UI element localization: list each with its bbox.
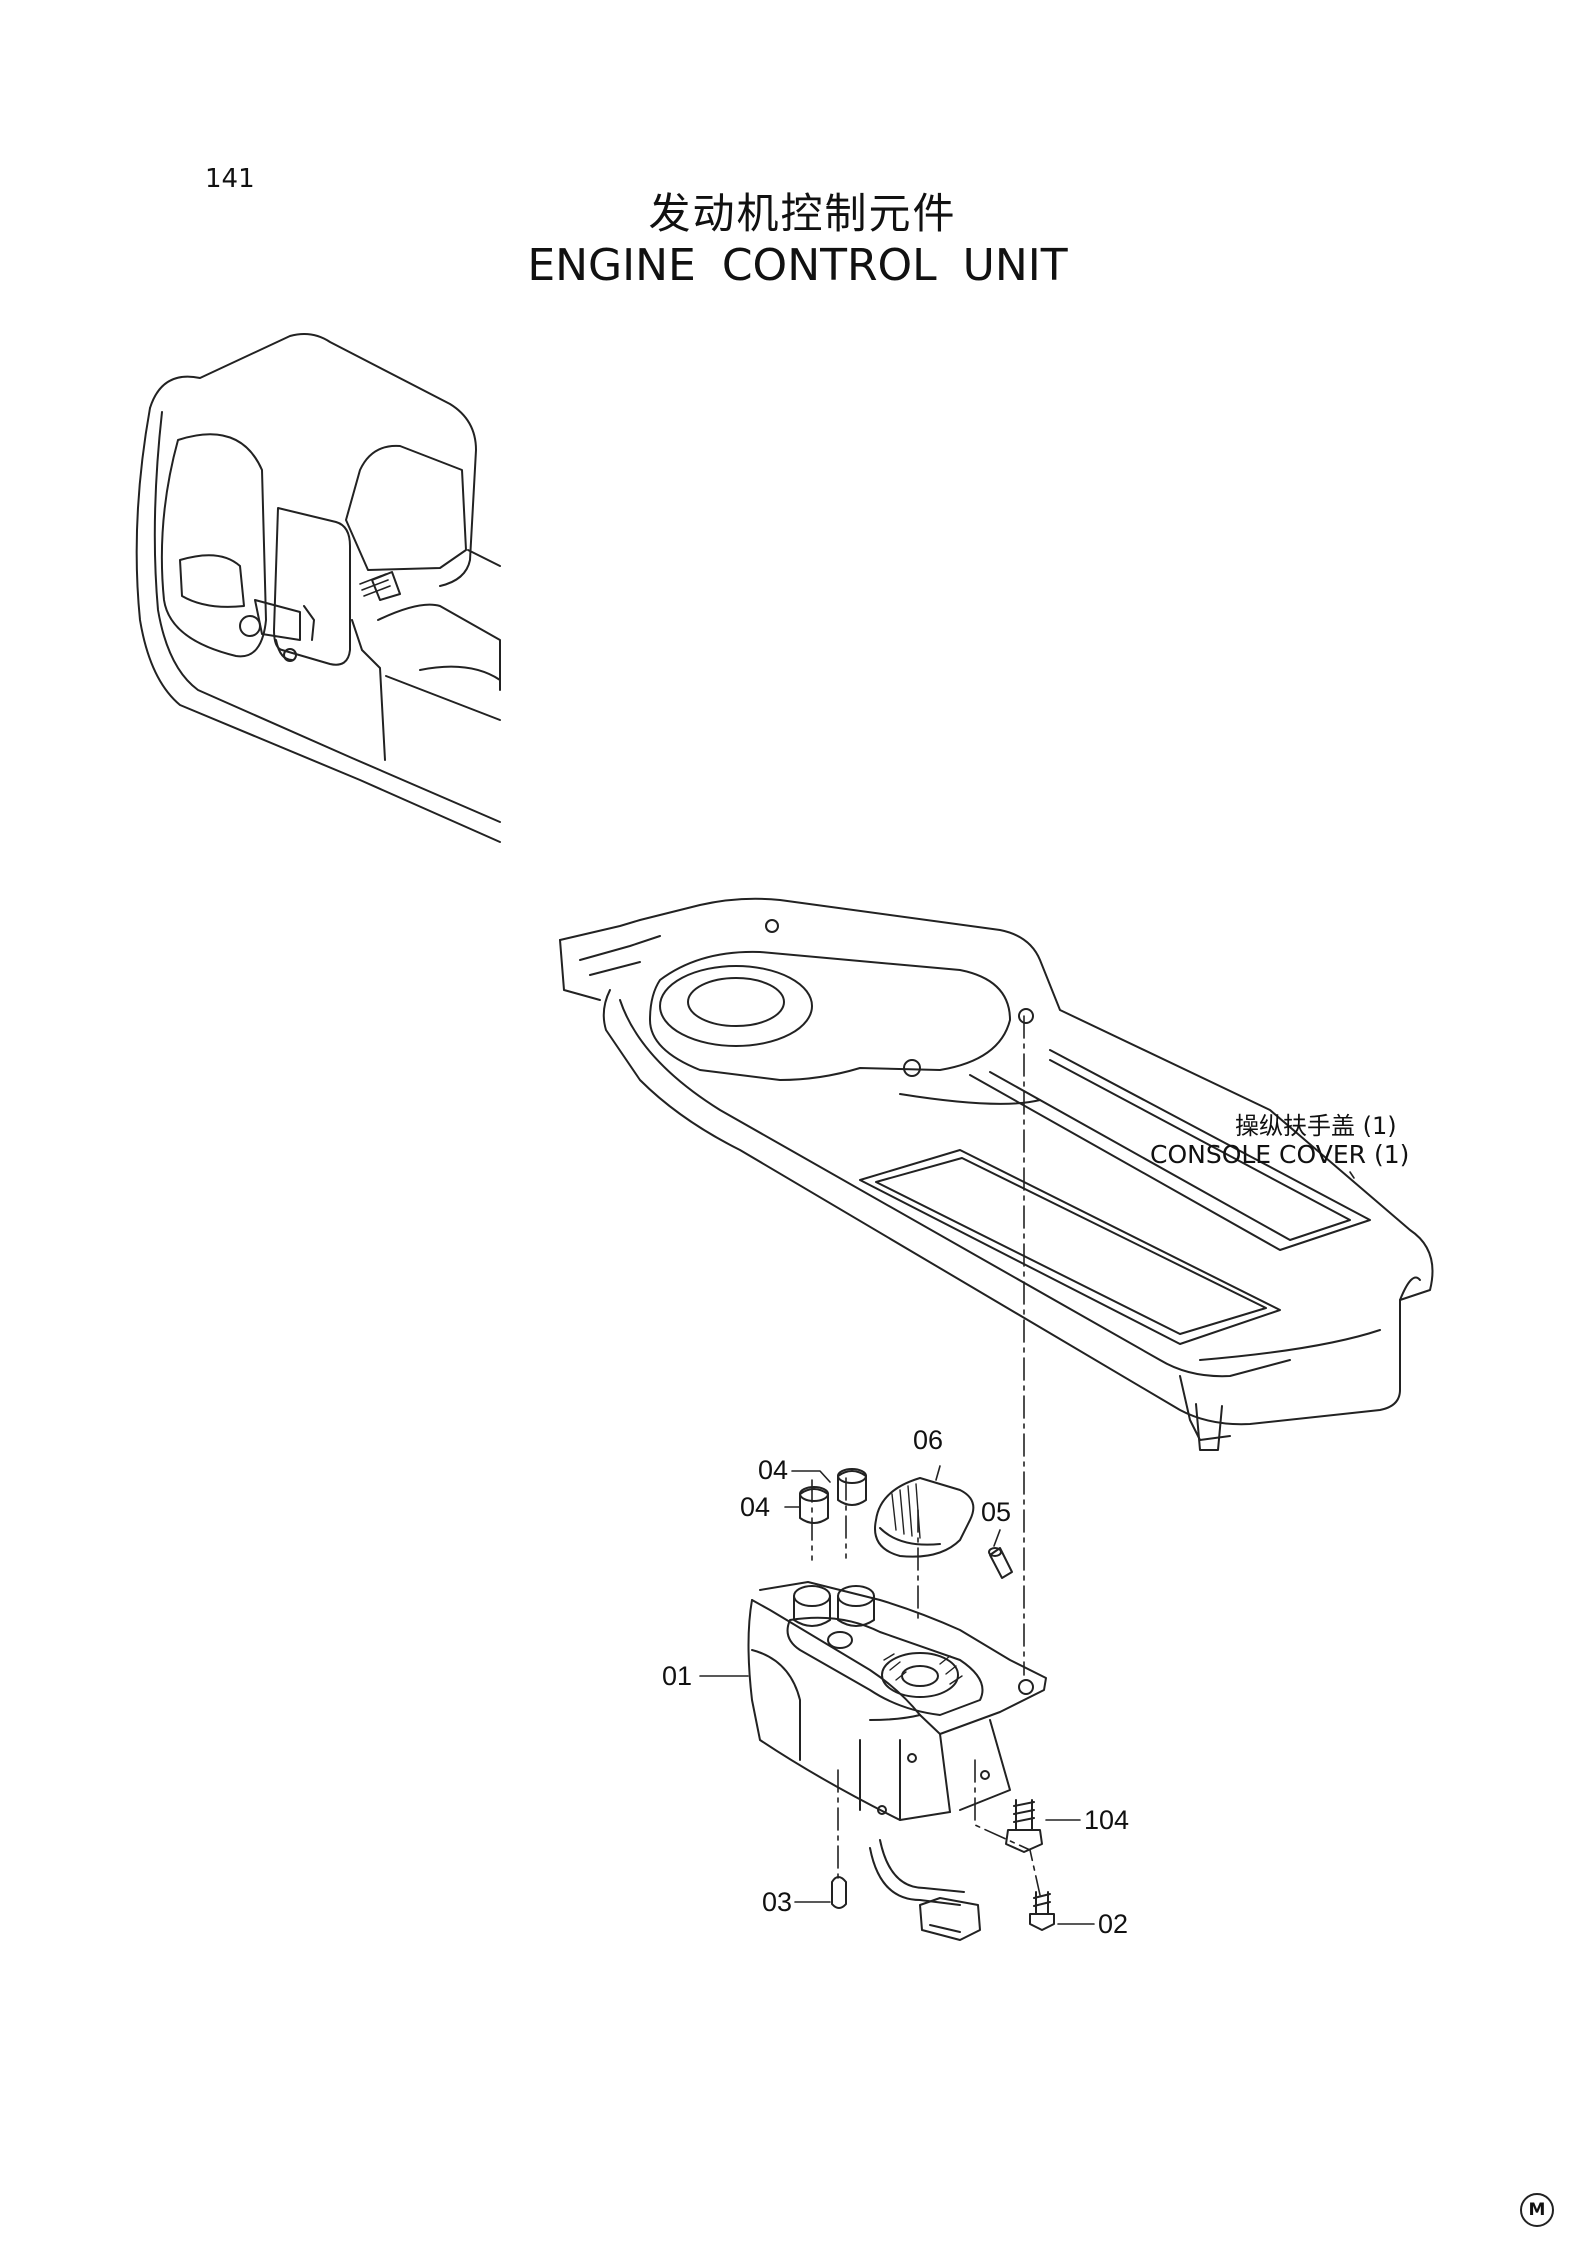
callout-06: 06 [913, 1425, 944, 1455]
lamp-03-illustration [832, 1877, 846, 1908]
console-cover-illustration [560, 899, 1433, 1450]
page-number: 141 [205, 164, 255, 194]
callout-leader-lines [700, 1172, 1354, 1924]
callout-04-upper: 04 [758, 1455, 789, 1485]
callout-02: 02 [1098, 1909, 1129, 1939]
screw-02-illustration [1030, 1892, 1054, 1930]
dial-06-illustration [875, 1478, 973, 1557]
diagram-title-english: ENGINE CONTROL UNIT [527, 240, 1068, 291]
callout-01: 01 [662, 1661, 693, 1691]
engine-control-unit-illustration [749, 1582, 1047, 1940]
knob-04-illustrations [800, 1469, 866, 1523]
console-cover-label: CONSOLE COVER (1) [1150, 1140, 1410, 1169]
callout-03: 03 [762, 1887, 793, 1917]
excavator-cab-illustration [137, 334, 500, 842]
callout-04-lower: 04 [740, 1492, 771, 1522]
circled-m-mark: M [1520, 2193, 1554, 2227]
bolt-104-illustration [1006, 1800, 1042, 1852]
callout-104: 104 [1084, 1805, 1130, 1835]
diagram-title-chinese: 发动机控制元件 [648, 189, 957, 238]
console-cover-label-chinese: 操纵扶手盖 (1) [1235, 1112, 1397, 1140]
callout-05: 05 [981, 1497, 1012, 1527]
pin-05-illustration [989, 1548, 1012, 1578]
